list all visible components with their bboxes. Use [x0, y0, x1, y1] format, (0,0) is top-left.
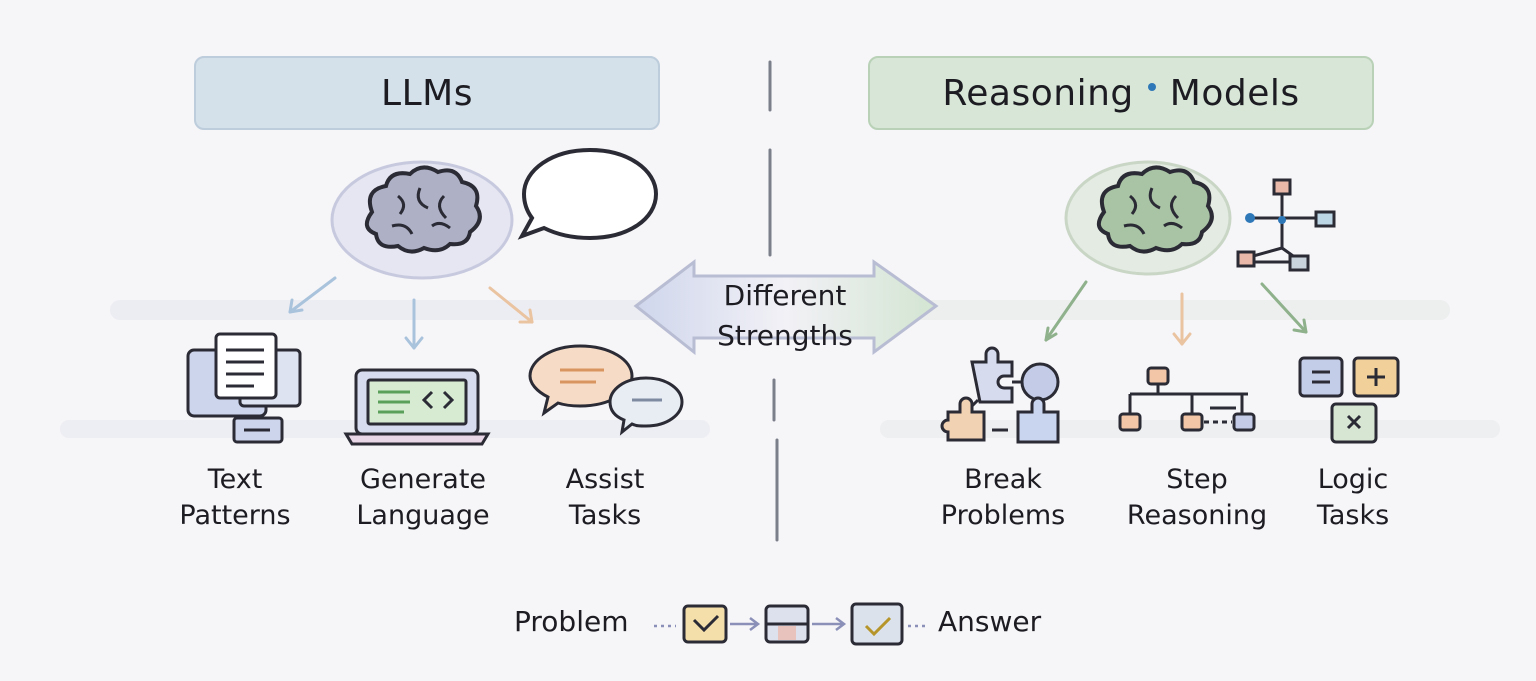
flow-step-check-box	[682, 604, 728, 644]
reasoning-branch-arrows	[1044, 280, 1308, 346]
label-text-patterns: Text Patterns	[179, 464, 291, 531]
math-blocks-icon	[1298, 356, 1400, 444]
reasoning-models-header: Reasoning Models	[868, 56, 1374, 130]
divider-line	[768, 60, 779, 542]
puzzle-pieces-icon	[940, 346, 1060, 444]
different-strengths-arrow	[633, 258, 939, 356]
speech-bubble-icon	[517, 147, 659, 241]
label-step-reasoning: Step Reasoning	[1126, 464, 1268, 531]
chat-bubbles-icon	[528, 344, 684, 436]
llms-title: LLMs	[381, 72, 473, 114]
flow-step-final-box	[850, 602, 904, 646]
flow-step-split-box	[764, 604, 810, 644]
laptop-code-icon	[343, 368, 491, 446]
node-graph-icon	[1236, 178, 1336, 272]
title-dot-icon	[1147, 83, 1156, 91]
different-strengths-label: Different Strengths	[717, 279, 853, 352]
flow-problem-label: Problem	[514, 605, 629, 638]
flow-arrows	[654, 617, 926, 631]
document-stack-icon	[186, 332, 302, 444]
llm-branch-arrows	[288, 276, 534, 350]
label-generate-language: Generate Language	[356, 464, 490, 531]
label-assist-tasks: Assist Tasks	[565, 464, 645, 531]
label-break-problems: Break Problems	[940, 464, 1066, 531]
reasoning-title-part2: Models	[1169, 72, 1300, 114]
label-logic-tasks: Logic Tasks	[1316, 464, 1390, 531]
llms-header: LLMs	[194, 56, 660, 130]
reasoning-title-part1: Reasoning	[942, 72, 1134, 114]
brain-icon-llm	[330, 160, 514, 280]
brain-icon-reasoning	[1064, 160, 1232, 276]
flowchart-icon	[1118, 366, 1256, 432]
flow-answer-label: Answer	[938, 605, 1042, 638]
